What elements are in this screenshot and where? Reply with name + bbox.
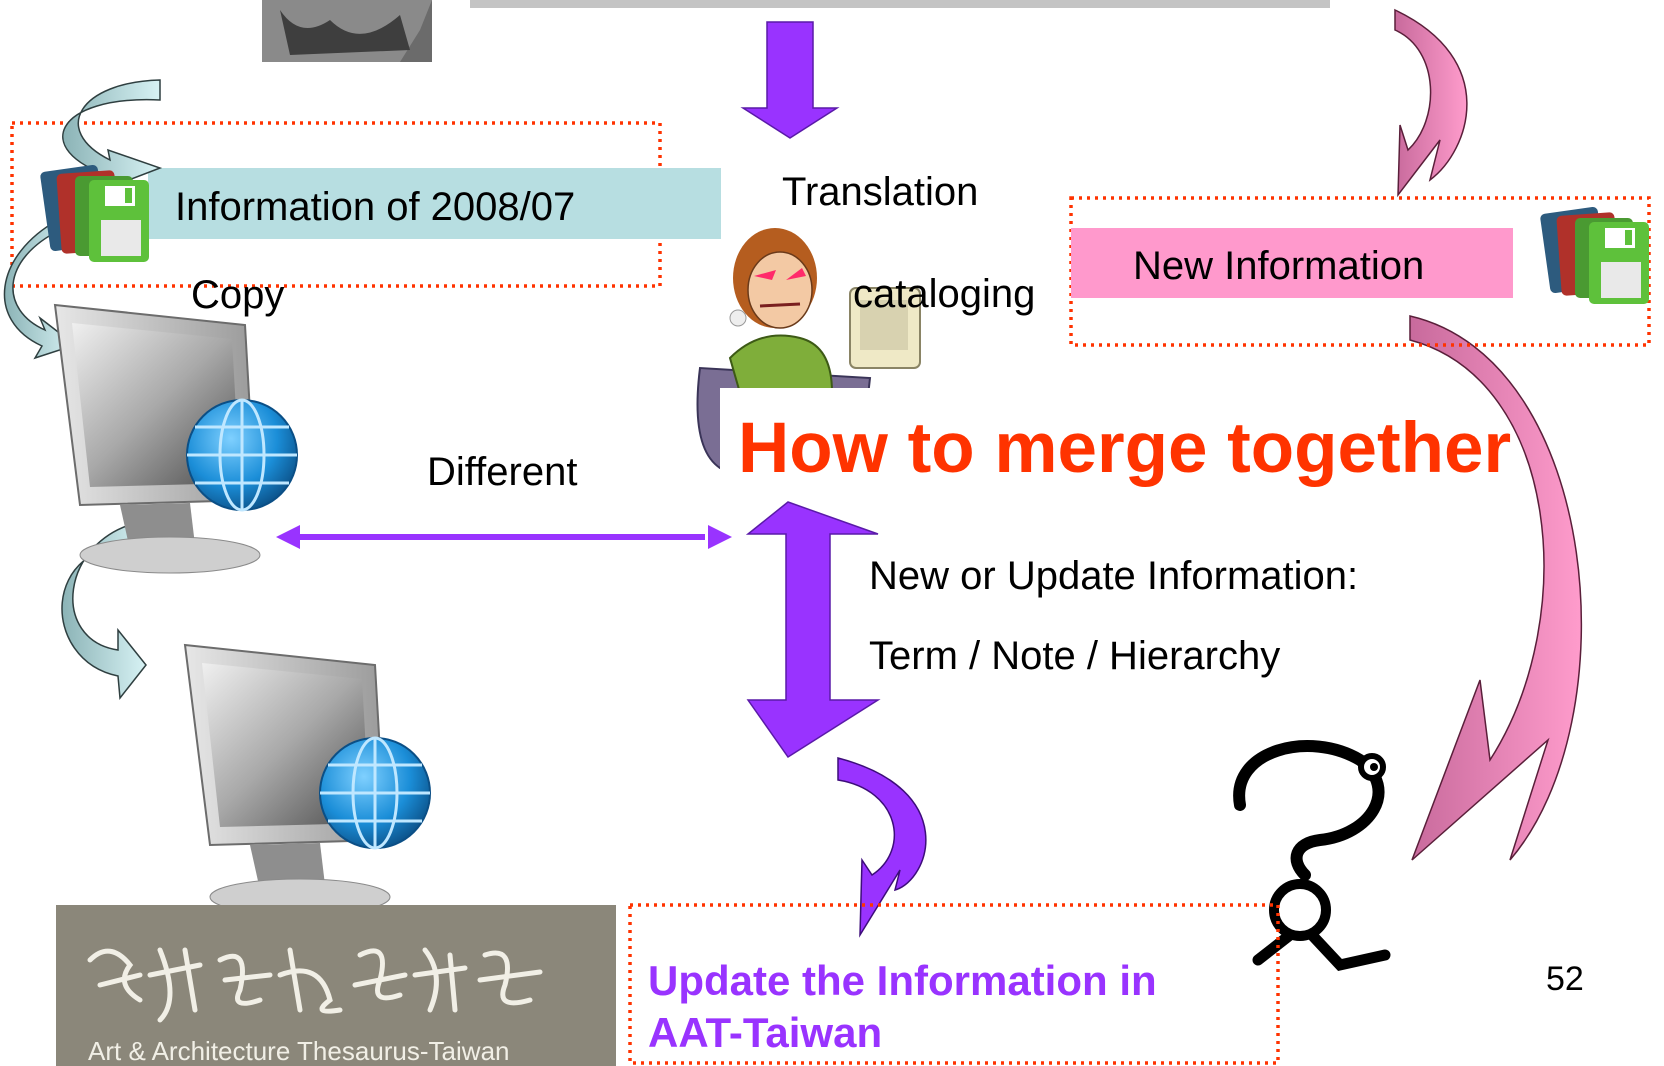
new-info-box [1071,228,1513,298]
update-dotted-box [628,903,1280,1065]
cropped-top-text [470,0,1330,8]
new-or-update-label: New or Update Information: [869,554,1358,598]
term-note-hierarchy-label: Term / Note / Hierarchy [869,634,1280,678]
floppy-disks-icon [1540,207,1649,304]
down-arrow-top [740,21,840,139]
cataloging-label: cataloging [853,272,1035,316]
curved-arrow-icon [61,521,147,700]
logo-caption: Art & Architecture Thesaurus-Taiwan [88,1036,509,1066]
vertical-double-arrow [745,501,881,759]
question-mark-character-icon [1233,740,1391,972]
aat-taiwan-logo [56,905,616,1066]
update-label-line2: AAT-Taiwan [648,1009,882,1056]
page-number: 52 [1546,960,1584,998]
copy-label: Copy [191,273,284,317]
info-2008-label: Information of 2008/07 [175,185,575,229]
new-information-label: New Information [1133,244,1424,288]
curved-arrow-icon [3,218,77,360]
info-2008-box [148,168,721,239]
computer-globe-icon [53,303,298,574]
merge-heading-band [720,388,1640,500]
curved-arrow-icon [1394,8,1468,198]
translation-label: Translation [782,170,978,214]
update-label-line1: Update the Information in [648,957,1157,1004]
computer-globe-icon [183,643,431,916]
different-label: Different [427,450,577,494]
floppy-disks-icon [40,165,149,262]
merge-question-heading: How to merge together [738,409,1511,488]
different-double-arrow [276,525,732,549]
curved-arrow-icon [837,757,927,938]
aat-taiwan-logo-calligraphy [87,947,543,1023]
top-artwork-image [262,0,432,62]
curved-arrow-icon [1409,315,1583,861]
